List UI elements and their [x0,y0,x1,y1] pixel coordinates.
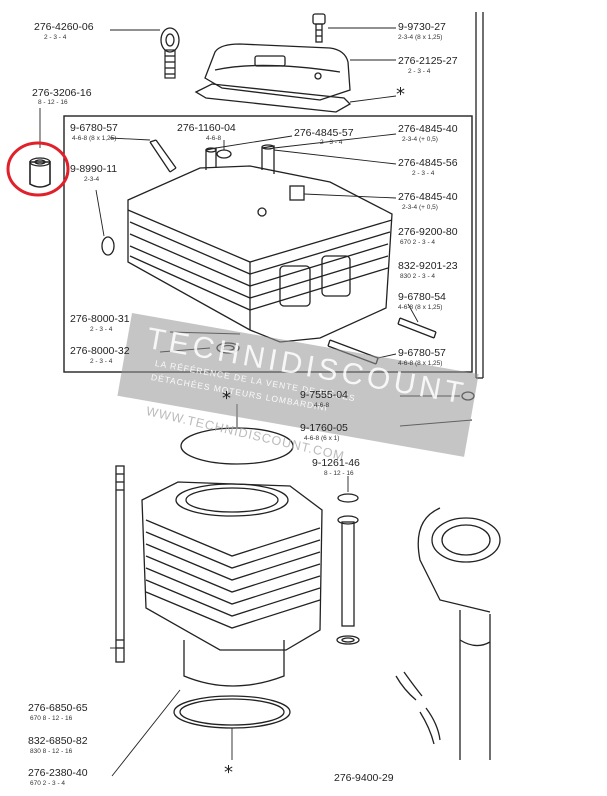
breather-hose [395,671,441,745]
part-number: 9-7555-04 [300,389,348,401]
part-sub: 8 - 12 - 16 [324,470,354,477]
part-sub: 4-6-8 [206,135,222,142]
part-number: 276-2380-40 [28,767,88,779]
small-o-ring [216,149,232,159]
part-sub: 670 2 - 3 - 4 [400,239,436,246]
part-number: 9-9730-27 [398,21,446,33]
socket-screw [312,13,326,43]
part-number: 9-6780-57 [398,347,446,359]
part-number: 276-4845-40 [398,191,458,203]
part-number: 276-4845-56 [398,157,458,169]
stud-upper [149,139,177,173]
push-rod-tube [336,493,360,645]
part-number: 276-2125-27 [398,55,458,67]
part-sub: 830 2 - 3 - 4 [400,273,436,280]
part-number: 276-8000-31 [70,313,130,325]
part-sub: 2-3-4 (+ 0,5) [402,204,438,211]
part-number: 9-6780-54 [398,291,446,303]
part-sub: 4-6-8 (8 x 1,25) [398,304,443,311]
part-number: 276-4260-06 [34,21,94,33]
part-sub: 4-6-8 [314,402,330,409]
part-number: 276-1160-04 [177,122,236,134]
core-plug [101,236,115,256]
part-number: 9-8990-11 [70,163,118,175]
cylinder-barrel [141,481,323,687]
cylinder-head [127,144,393,343]
part-number: 276-4845-57 [294,127,354,139]
valve-cover [204,43,351,101]
highlight-circle [6,141,70,197]
part-number: 9-6780-57 [70,122,118,134]
part-sub: 2 - 3 - 4 [408,68,431,75]
part-number: 276-4845-40 [398,123,458,135]
star-marker: * [224,762,233,783]
part-sub: 670 8 - 12 - 16 [30,715,73,722]
highlighted-cap-nut [29,157,51,188]
part-sub: 2 - 3 - 4 [412,170,435,177]
part-number: 276-8000-32 [70,345,130,357]
stud-mid [397,317,437,339]
part-number: 276-6850-65 [28,702,88,714]
part-sub: 4-6-8 (6 x 1) [304,435,340,442]
eye-bolt [160,27,180,79]
long-tie-rod [115,465,125,663]
part-sub: 8 - 12 - 16 [38,99,68,106]
part-number: 9-1760-05 [300,422,348,434]
star-marker: * [222,388,231,409]
part-sub: 830 8 - 12 - 16 [30,748,73,755]
part-sub: 2 - 3 - 4 [44,34,67,41]
part-sub: 2-3-4 (8 x 1,25) [398,34,443,41]
part-number: 276-9200-80 [398,226,458,238]
part-number: 276-9400-29 [334,772,394,784]
part-number: 9-1261-46 [312,457,360,469]
base-gasket-ring [173,695,291,729]
part-sub: 2 - 3 - 4 [90,358,113,365]
part-sub: 4-6-8 (8 x 1,25) [72,135,117,142]
part-sub: 2-3-4 (+ 0,5) [402,136,438,143]
air-filter-partial [417,507,501,760]
cover-gasket [194,83,352,113]
part-sub: 4-6-8 (8 x 1,25) [398,360,443,367]
part-number: 832-9201-23 [398,260,458,272]
part-number: 276-3206-16 [32,87,92,99]
part-sub: 670 2 - 3 - 4 [30,780,66,787]
part-sub: 2-3-4 [84,176,100,183]
part-sub: 2 - 3 - 4 [90,326,113,333]
star-marker: * [396,84,405,105]
part-number: 832-6850-82 [28,735,88,747]
part-sub: 2 - 3 - 4 [320,139,343,146]
